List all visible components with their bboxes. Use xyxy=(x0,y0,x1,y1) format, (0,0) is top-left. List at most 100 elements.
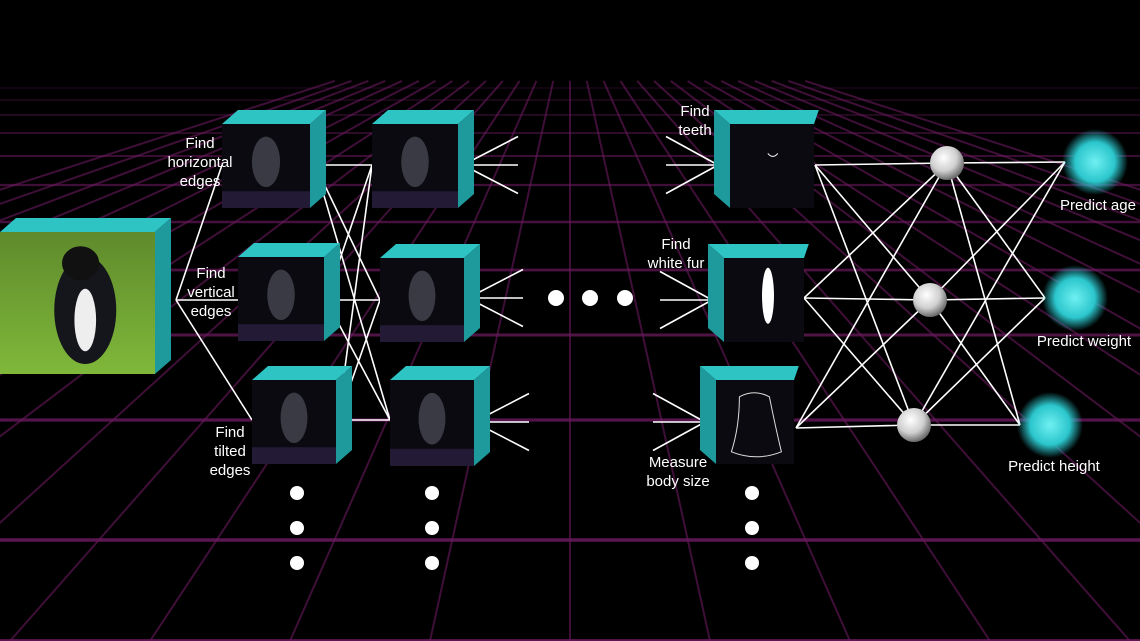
cube-side xyxy=(336,366,352,464)
dog-silhouette xyxy=(408,270,436,321)
feature-maps xyxy=(0,110,819,466)
grid-line xyxy=(619,80,991,641)
grid-line xyxy=(0,79,336,191)
feature-map-tilted-edges xyxy=(252,366,352,464)
ellipsis-dot xyxy=(617,290,633,306)
cube-side xyxy=(714,110,730,208)
dog-silhouette xyxy=(401,136,429,187)
connection-line xyxy=(314,164,391,421)
grid-line xyxy=(289,80,538,641)
cube-side xyxy=(155,218,171,374)
cube-side xyxy=(700,366,716,464)
grid-line xyxy=(788,79,1140,205)
cube-top xyxy=(238,243,340,257)
body-outline xyxy=(730,392,782,458)
connection-line xyxy=(946,161,1066,164)
ground-texture xyxy=(252,447,336,464)
cube-side xyxy=(458,110,474,208)
cube-top xyxy=(0,218,171,232)
connection-line xyxy=(665,135,719,166)
ellipsis-dot xyxy=(582,290,598,306)
label-find-tilted-edges: Find tilted edges xyxy=(209,424,251,479)
connection-line xyxy=(795,424,915,429)
grid-line xyxy=(0,80,403,265)
feature-map-layer2-1 xyxy=(372,110,474,208)
neuron-sphere xyxy=(930,146,964,180)
neuron-sphere xyxy=(913,283,947,317)
cube-top xyxy=(372,110,474,124)
dog-white-chest xyxy=(74,288,97,352)
connection-line xyxy=(803,297,931,301)
connection-line xyxy=(929,299,1021,426)
ellipsis-dot xyxy=(425,521,439,535)
grid-line xyxy=(0,79,369,222)
label-find-vertical-edges: Find vertical edges xyxy=(187,265,235,320)
label-find-teeth: Find teeth xyxy=(678,103,712,139)
teeth-mark xyxy=(767,153,779,157)
grid-line xyxy=(771,79,1140,222)
ellipsis-dot xyxy=(745,556,759,570)
grid-line xyxy=(720,80,1140,294)
ellipsis-dot xyxy=(290,556,304,570)
cube-top xyxy=(700,366,799,380)
cube-side xyxy=(310,110,326,208)
cube-top xyxy=(708,244,809,258)
ground-texture xyxy=(380,325,464,342)
cube-side xyxy=(324,243,340,341)
grid-line xyxy=(754,79,1140,242)
connection-line xyxy=(659,270,713,301)
connection-line xyxy=(803,297,915,426)
feature-map-teeth xyxy=(714,110,819,208)
grid-line xyxy=(429,80,555,641)
ellipsis-dot xyxy=(745,486,759,500)
connection-line xyxy=(814,162,948,166)
label-find-white-fur: Find white fur xyxy=(647,236,705,272)
input-dog-photo xyxy=(0,218,171,374)
grid-line xyxy=(0,79,352,205)
connection-line xyxy=(814,164,915,426)
ground-texture xyxy=(372,191,458,208)
cube-top xyxy=(380,244,480,258)
output-node xyxy=(1062,129,1128,195)
feature-map-layer2-3 xyxy=(390,366,490,466)
ellipsis-dot xyxy=(290,486,304,500)
nodes xyxy=(290,129,1128,570)
ellipsis-dot xyxy=(425,486,439,500)
feature-map-white-fur xyxy=(708,244,809,342)
connection-line xyxy=(652,392,706,423)
ground-texture xyxy=(222,191,310,208)
cube-top xyxy=(714,110,819,124)
grid-line xyxy=(585,80,711,641)
connection-line xyxy=(795,299,931,429)
grid-line xyxy=(602,80,851,641)
grid-line xyxy=(687,80,1140,376)
feature-map-face xyxy=(730,124,814,208)
label-predict-height: Predict height xyxy=(1008,458,1100,475)
dog-silhouette xyxy=(280,392,308,443)
cube-top xyxy=(252,366,352,380)
ellipsis-dot xyxy=(290,521,304,535)
connection-line xyxy=(175,299,253,421)
grid-line xyxy=(0,79,386,242)
label-predict-weight: Predict weight xyxy=(1036,333,1132,350)
cube-side xyxy=(464,244,480,342)
connection-line xyxy=(913,161,1066,426)
dog-head xyxy=(62,246,100,281)
label-predict-age: Predict age xyxy=(1060,197,1136,214)
ellipsis-dot xyxy=(425,556,439,570)
connection-line xyxy=(929,297,1046,301)
connection-line xyxy=(665,164,719,195)
connection-line xyxy=(803,162,948,299)
feature-map-layer2-2 xyxy=(380,244,480,342)
connection-line xyxy=(929,161,1066,301)
dog-silhouette xyxy=(267,269,295,320)
ellipsis-dot xyxy=(745,521,759,535)
connection-line xyxy=(795,162,948,429)
connection-line xyxy=(659,299,713,330)
ellipsis-dot xyxy=(548,290,564,306)
dog-silhouette xyxy=(418,392,446,445)
dog-silhouette xyxy=(251,136,281,187)
cube-top xyxy=(222,110,326,124)
